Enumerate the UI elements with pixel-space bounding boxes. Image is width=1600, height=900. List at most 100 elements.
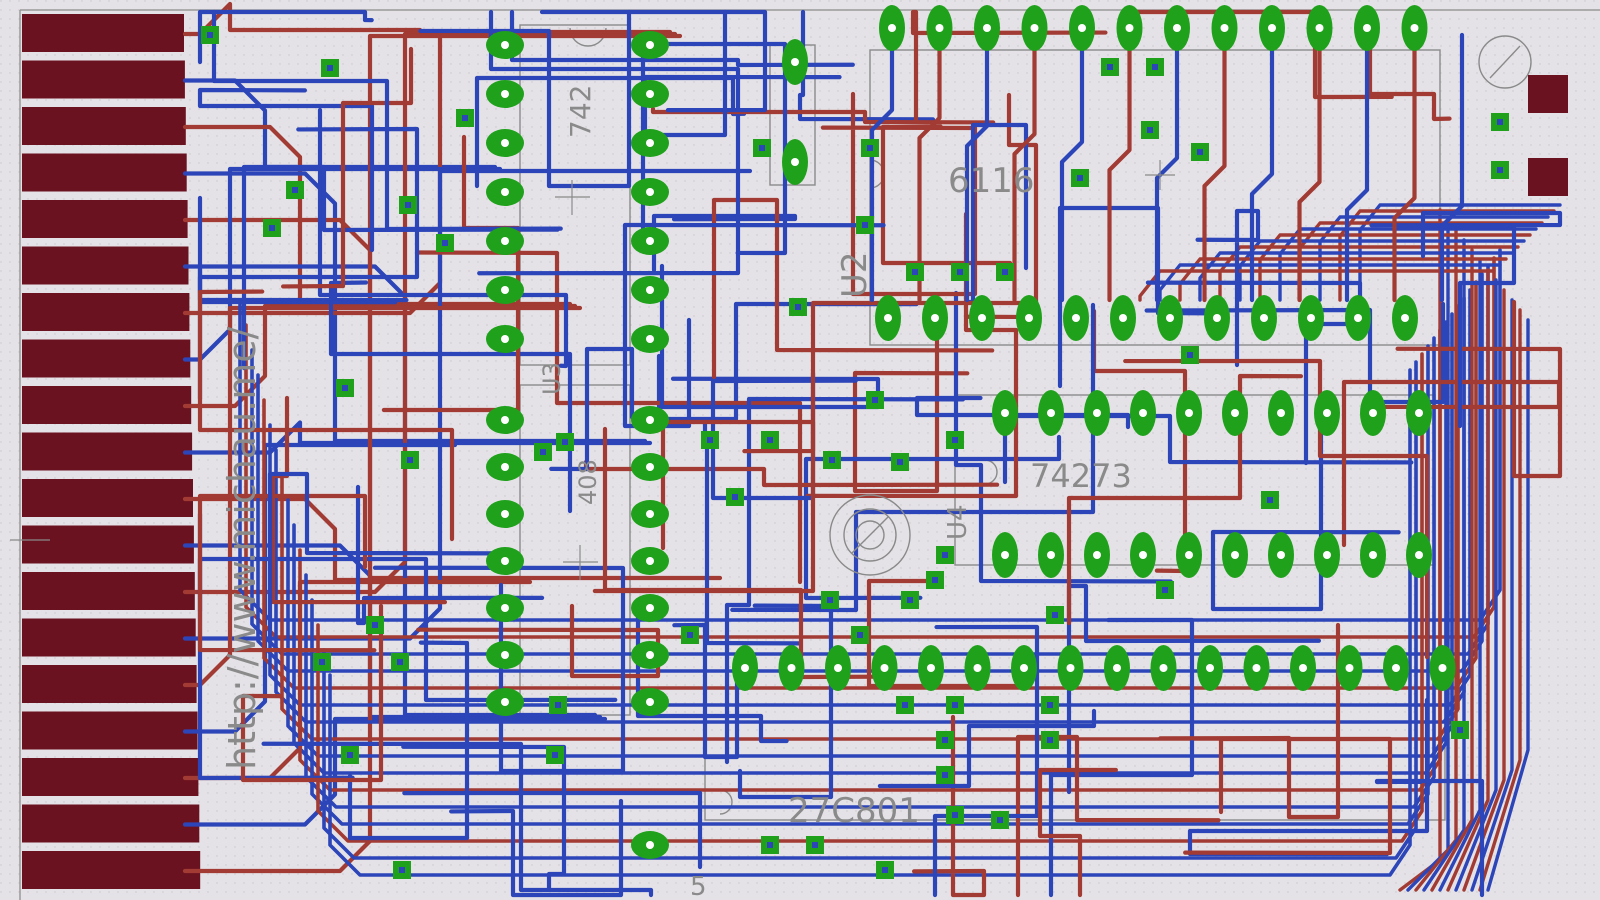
edge-finger: [22, 665, 197, 703]
top-trace: [917, 32, 942, 303]
bottom-trace: [317, 107, 569, 369]
bottom-trace: [737, 603, 834, 800]
pad-drill: [646, 651, 654, 659]
via-drill: [372, 622, 378, 628]
via-drill: [952, 702, 958, 708]
pad-drill: [1139, 551, 1147, 559]
via-drill: [399, 867, 405, 873]
pad-drill: [646, 416, 654, 424]
pad-drill: [1173, 24, 1181, 32]
pad-drill: [1415, 409, 1423, 417]
bottom-trace: [1396, 223, 1517, 429]
top-trace: [1462, 288, 1506, 892]
bottom-trace: [1422, 238, 1466, 892]
pad-drill: [1166, 314, 1174, 322]
pad-drill: [646, 557, 654, 565]
via-drill: [540, 449, 546, 455]
edge-finger: [22, 851, 201, 889]
pad-drill: [646, 841, 654, 849]
edge-finger: [22, 525, 194, 564]
pad-drill: [787, 664, 796, 672]
via-drill: [405, 202, 411, 208]
via-drill: [912, 269, 918, 275]
pad-drill: [1066, 664, 1075, 672]
bottom-trace: [1439, 32, 1465, 303]
bottom-trace: [1002, 413, 1414, 485]
pad-drill: [880, 664, 889, 672]
bottom-trace: [418, 9, 632, 189]
via-drill: [407, 457, 413, 463]
bottom-trace: [549, 346, 635, 472]
pad-drill: [1113, 664, 1121, 672]
top-trace: [240, 603, 384, 783]
via-drill: [857, 632, 863, 638]
pad-drill: [1277, 551, 1285, 559]
via-drill: [1197, 149, 1203, 155]
edge-finger: [22, 804, 200, 843]
pad-drill: [501, 286, 509, 294]
top-trace: [1341, 379, 1562, 548]
bottom-trace: [964, 32, 990, 303]
pad-drill: [501, 416, 509, 424]
via-drill: [555, 702, 561, 708]
pad-drill: [1438, 664, 1447, 672]
pad-drill: [1307, 314, 1315, 322]
bottom-trace: [1486, 318, 1530, 892]
pad-drill: [1392, 664, 1400, 672]
pad-drill: [501, 510, 509, 518]
pad-drill: [1277, 409, 1285, 417]
pad-drill: [1093, 409, 1101, 417]
edge-finger: [22, 14, 184, 52]
edge-finger: [22, 758, 199, 796]
pad-drill: [1415, 551, 1423, 559]
top-trace: [182, 305, 583, 688]
bottom-trace: [261, 741, 654, 898]
via-drill: [902, 702, 908, 708]
bottom-trace: [1154, 32, 1180, 303]
via-drill: [707, 437, 713, 443]
bottom-trace: [182, 716, 608, 827]
via-drill: [812, 842, 818, 848]
edge-finger: [22, 432, 193, 471]
via-drill: [327, 65, 333, 71]
via-drill: [1497, 167, 1503, 173]
pad-drill: [1206, 664, 1214, 672]
bottom-trace: [1195, 208, 1261, 368]
top-trace: [911, 714, 987, 898]
pad-drill: [1410, 24, 1419, 32]
via-drill: [767, 842, 773, 848]
pad-drill: [501, 463, 509, 471]
edge-connector: [22, 14, 201, 889]
via-drill: [292, 187, 298, 193]
top-trace: [1395, 299, 1563, 479]
ic-label-u4: U4: [943, 504, 973, 540]
top-trace: [1037, 767, 1118, 898]
via-drill: [907, 597, 913, 603]
pad-drill: [1220, 24, 1229, 32]
via-drill: [462, 115, 468, 121]
via-drill: [442, 240, 448, 246]
top-trace: [244, 256, 1496, 639]
pad-drill: [501, 698, 509, 706]
pad-drill: [1001, 551, 1009, 559]
pad-drill: [888, 24, 896, 32]
pad-drill: [973, 664, 982, 672]
bottom-trace: [197, 87, 375, 253]
pad-drill: [1185, 409, 1193, 417]
fiducial-icon: [1478, 35, 1532, 89]
pad-drill: [646, 188, 654, 196]
pad-drill: [1369, 551, 1377, 559]
pad-drill: [1315, 24, 1324, 32]
pad-drill: [646, 139, 654, 147]
bottom-trace: [803, 434, 1062, 601]
bottom-trace: [328, 368, 1412, 877]
pad-drill: [501, 335, 509, 343]
bottom-trace: [401, 744, 567, 892]
via-drill: [342, 385, 348, 391]
bottom-trace: [622, 222, 886, 429]
pad-drill: [1139, 409, 1147, 417]
pad-drill: [1369, 409, 1377, 417]
via-drill: [942, 552, 948, 558]
pad-drill: [1299, 664, 1307, 672]
